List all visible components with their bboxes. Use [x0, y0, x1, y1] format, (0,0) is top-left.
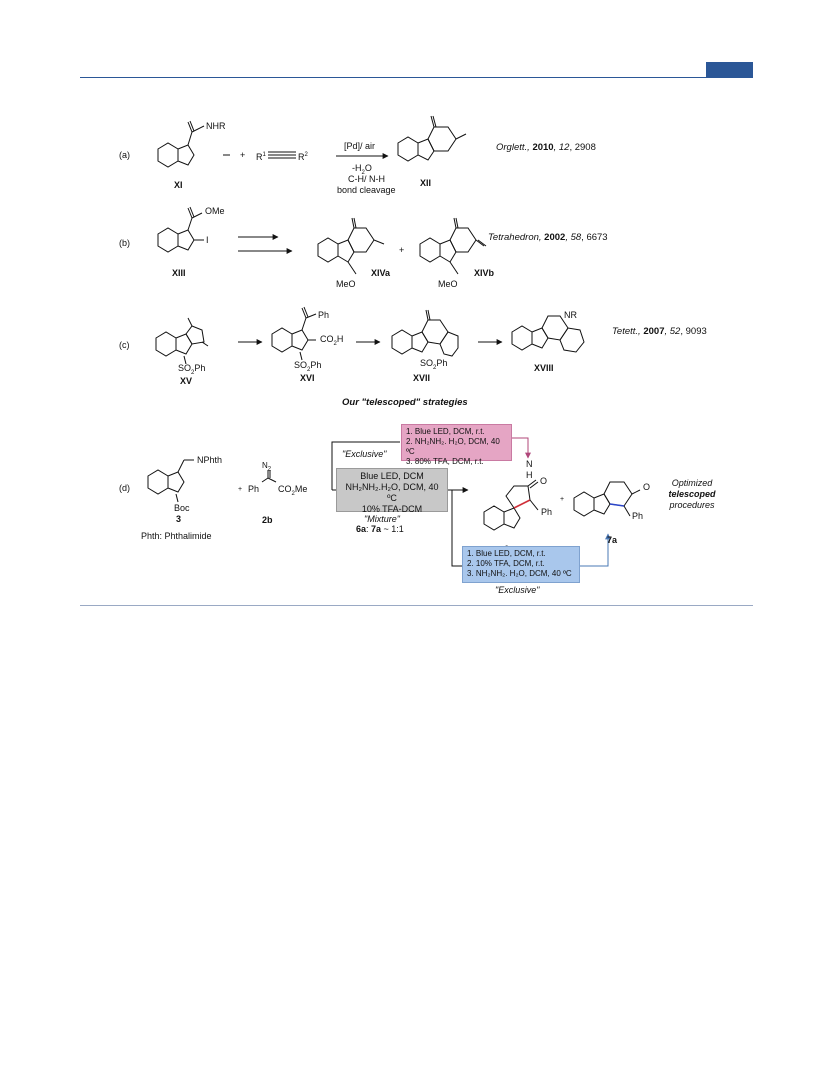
- exclusive-label-bottom: "Exclusive": [495, 585, 540, 595]
- reference-a: Orglett., 2010, 12, 2908: [496, 142, 596, 153]
- blue-step-1: 1. Blue LED, DCM, r.t.: [467, 549, 546, 558]
- optimized-note: Optimized telescoped procedures: [662, 478, 722, 511]
- iodo-label: I: [206, 235, 209, 245]
- nr-label: NR: [564, 310, 577, 320]
- plus-sign-a: +: [240, 150, 246, 160]
- condition-a-cleavage: bond cleavage: [337, 185, 396, 195]
- structure-XVIII: [511, 315, 585, 353]
- compound-XII-label: XII: [420, 178, 432, 188]
- condition-a-bond: C-H/ N-H: [348, 174, 385, 184]
- conditions-box-exclusive-7a: 1. Blue LED, DCM, r.t. 2. 10% TFA, DCM, …: [462, 546, 580, 583]
- plus-sign-d: +: [238, 486, 243, 493]
- diazo-ester-label: CO2Me: [278, 484, 308, 497]
- compound-7a-label: 7a: [607, 535, 618, 545]
- sulfonyl-label-XV: SO2Ph: [178, 363, 206, 376]
- header-accent-block: [706, 62, 753, 77]
- structure-XIII: [157, 206, 204, 253]
- structure-XII: [397, 115, 467, 162]
- pink-step-1: 1. Blue LED, DCM, r.t.: [406, 427, 485, 436]
- exclusive-label-top: "Exclusive": [342, 449, 387, 459]
- structure-XV: [155, 317, 209, 365]
- panel-a-label: (a): [119, 150, 130, 160]
- gray-step-1: Blue LED, DCM: [360, 471, 424, 481]
- meo-label-a: MeO: [336, 279, 356, 289]
- plus-sign-b: +: [399, 245, 405, 255]
- pink-step-3: 3. 80% TFA, DCM, r.t.: [406, 457, 484, 466]
- compound-2b-label: 2b: [262, 515, 273, 525]
- compound-XIVb-label: XIVb: [474, 268, 495, 278]
- compound-3-label: 3: [176, 514, 182, 524]
- acid-label: CO2H: [320, 334, 344, 347]
- ph-label-7a: Ph: [632, 511, 644, 521]
- alkyne-r2: R2: [298, 152, 308, 162]
- pink-step-2: 2. NH₂NH₂. H₂O, DCM, 40 ºC: [406, 437, 500, 456]
- structure-6a: [483, 479, 539, 531]
- header-rule: [80, 77, 753, 78]
- nphth-label: NPhth: [197, 455, 223, 465]
- optimized-line-3: procedures: [669, 500, 715, 510]
- gray-step-3: 10% TFA-DCM: [361, 504, 423, 514]
- optimized-line-2: telescoped: [668, 489, 716, 499]
- telescoped-strategies-title: Our "telescoped" strategies: [342, 397, 468, 408]
- alkyne-r1: R1: [256, 152, 266, 162]
- carbonyl-o-6a: O: [540, 476, 548, 486]
- compound-XV-label: XV: [180, 376, 193, 386]
- condition-a-catalyst: [Pd]/ air: [344, 141, 376, 151]
- figure-bottom-rule: [80, 605, 753, 606]
- ester-group-label: OMe: [205, 206, 225, 216]
- gray-step-2: NH₂NH₂.H₂O, DCM, 40 ºC: [345, 482, 439, 503]
- mixture-label: "Mixture": [364, 514, 400, 524]
- diazo-label: N2: [262, 461, 272, 473]
- compound-XI-label: XI: [174, 180, 183, 190]
- structure-3: [147, 459, 194, 503]
- structure-XIVa: [317, 217, 385, 275]
- structure-7a: [573, 481, 641, 517]
- boc-label: Boc: [174, 503, 190, 513]
- blue-step-3: 3. NH₂NH₂. H₂O, DCM, 40 ºC: [467, 569, 572, 578]
- compound-XVI-label: XVI: [300, 373, 315, 383]
- carbonyl-o-7a: O: [643, 482, 651, 492]
- compound-XVIII-label: XVIII: [534, 363, 554, 373]
- panel-b-label: (b): [119, 238, 130, 248]
- optimized-line-1: Optimized: [671, 478, 713, 488]
- diazo-ph-label: Ph: [248, 484, 260, 494]
- conditions-box-mixture: Blue LED, DCM NH₂NH₂.H₂O, DCM, 40 ºC 10%…: [336, 468, 448, 514]
- anilide-ph-label: Ph: [318, 310, 330, 320]
- ph-label-6a: Ph: [541, 507, 553, 517]
- sulfonyl-label-XVII: SO2Ph: [420, 358, 448, 371]
- structure-XI: [157, 120, 205, 168]
- structure-XVI: [271, 306, 317, 361]
- structure-XVII: [391, 309, 459, 357]
- phth-note: Phth: Phthalimide: [141, 531, 212, 541]
- structure-XIVb: [419, 217, 487, 275]
- compound-XIVa-label: XIVa: [371, 268, 391, 278]
- amide-group-label: NHR: [206, 121, 226, 131]
- condition-a-water: -H2O: [352, 163, 372, 176]
- reference-c: Tetett., 2007, 52, 9093: [612, 326, 707, 337]
- structure-2b: [261, 470, 277, 483]
- reference-b: Tetrahedron, 2002, 58, 6673: [488, 232, 608, 243]
- blue-step-2: 2. 10% TFA, DCM, r.t.: [467, 559, 545, 568]
- conditions-box-exclusive-6a: 1. Blue LED, DCM, r.t. 2. NH₂NH₂. H₂O, D…: [401, 424, 512, 466]
- meo-label-b: MeO: [438, 279, 458, 289]
- panel-d-label: (d): [119, 483, 130, 493]
- compound-XIII-label: XIII: [172, 268, 186, 278]
- plus-sign-products: +: [560, 496, 565, 503]
- compound-XVII-label: XVII: [413, 373, 431, 383]
- product-ratio: 6a: 7a ~ 1:1: [356, 524, 404, 534]
- panel-c-label: (c): [119, 340, 130, 350]
- sulfonyl-label-XVI: SO2Ph: [294, 360, 322, 373]
